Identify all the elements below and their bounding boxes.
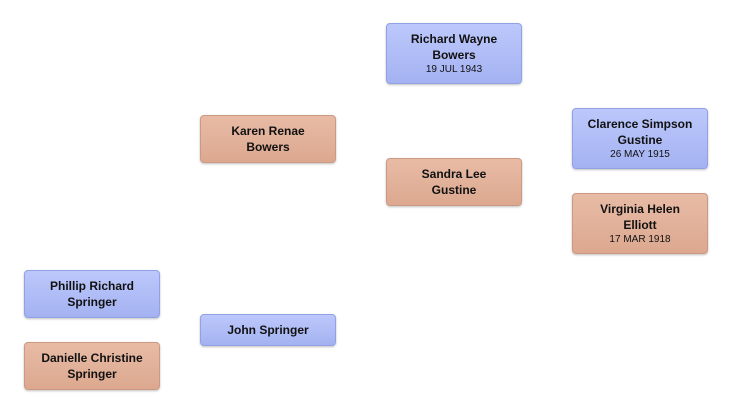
- person-date: 19 JUL 1943: [425, 64, 483, 75]
- person-date: 26 MAY 1915: [610, 149, 670, 160]
- person-name: John Springer: [227, 323, 309, 337]
- person-box-phillip-richard-springer[interactable]: Phillip Richard Springer: [24, 270, 160, 318]
- person-name: Danielle Christine Springer: [41, 351, 143, 381]
- person-box-john-springer[interactable]: John Springer: [200, 314, 336, 346]
- person-name: Karen Renae Bowers: [231, 124, 305, 154]
- person-box-karen-renae-bowers[interactable]: Karen Renae Bowers: [200, 115, 336, 163]
- person-date: 17 MAR 1918: [609, 234, 671, 245]
- person-name: Virginia Helen Elliott: [600, 202, 680, 232]
- person-box-danielle-christine-springer[interactable]: Danielle Christine Springer: [24, 342, 160, 390]
- person-box-sandra-lee-gustine[interactable]: Sandra Lee Gustine: [386, 158, 522, 206]
- person-box-clarence-simpson-gustine[interactable]: Clarence Simpson Gustine 26 MAY 1915: [572, 108, 708, 169]
- person-name: Phillip Richard Springer: [49, 279, 134, 309]
- person-name: Richard Wayne Bowers: [410, 32, 498, 62]
- person-box-richard-wayne-bowers[interactable]: Richard Wayne Bowers 19 JUL 1943: [386, 23, 522, 84]
- person-box-virginia-helen-elliott[interactable]: Virginia Helen Elliott 17 MAR 1918: [572, 193, 708, 254]
- person-name: Sandra Lee Gustine: [421, 167, 487, 197]
- person-name: Clarence Simpson Gustine: [587, 117, 693, 147]
